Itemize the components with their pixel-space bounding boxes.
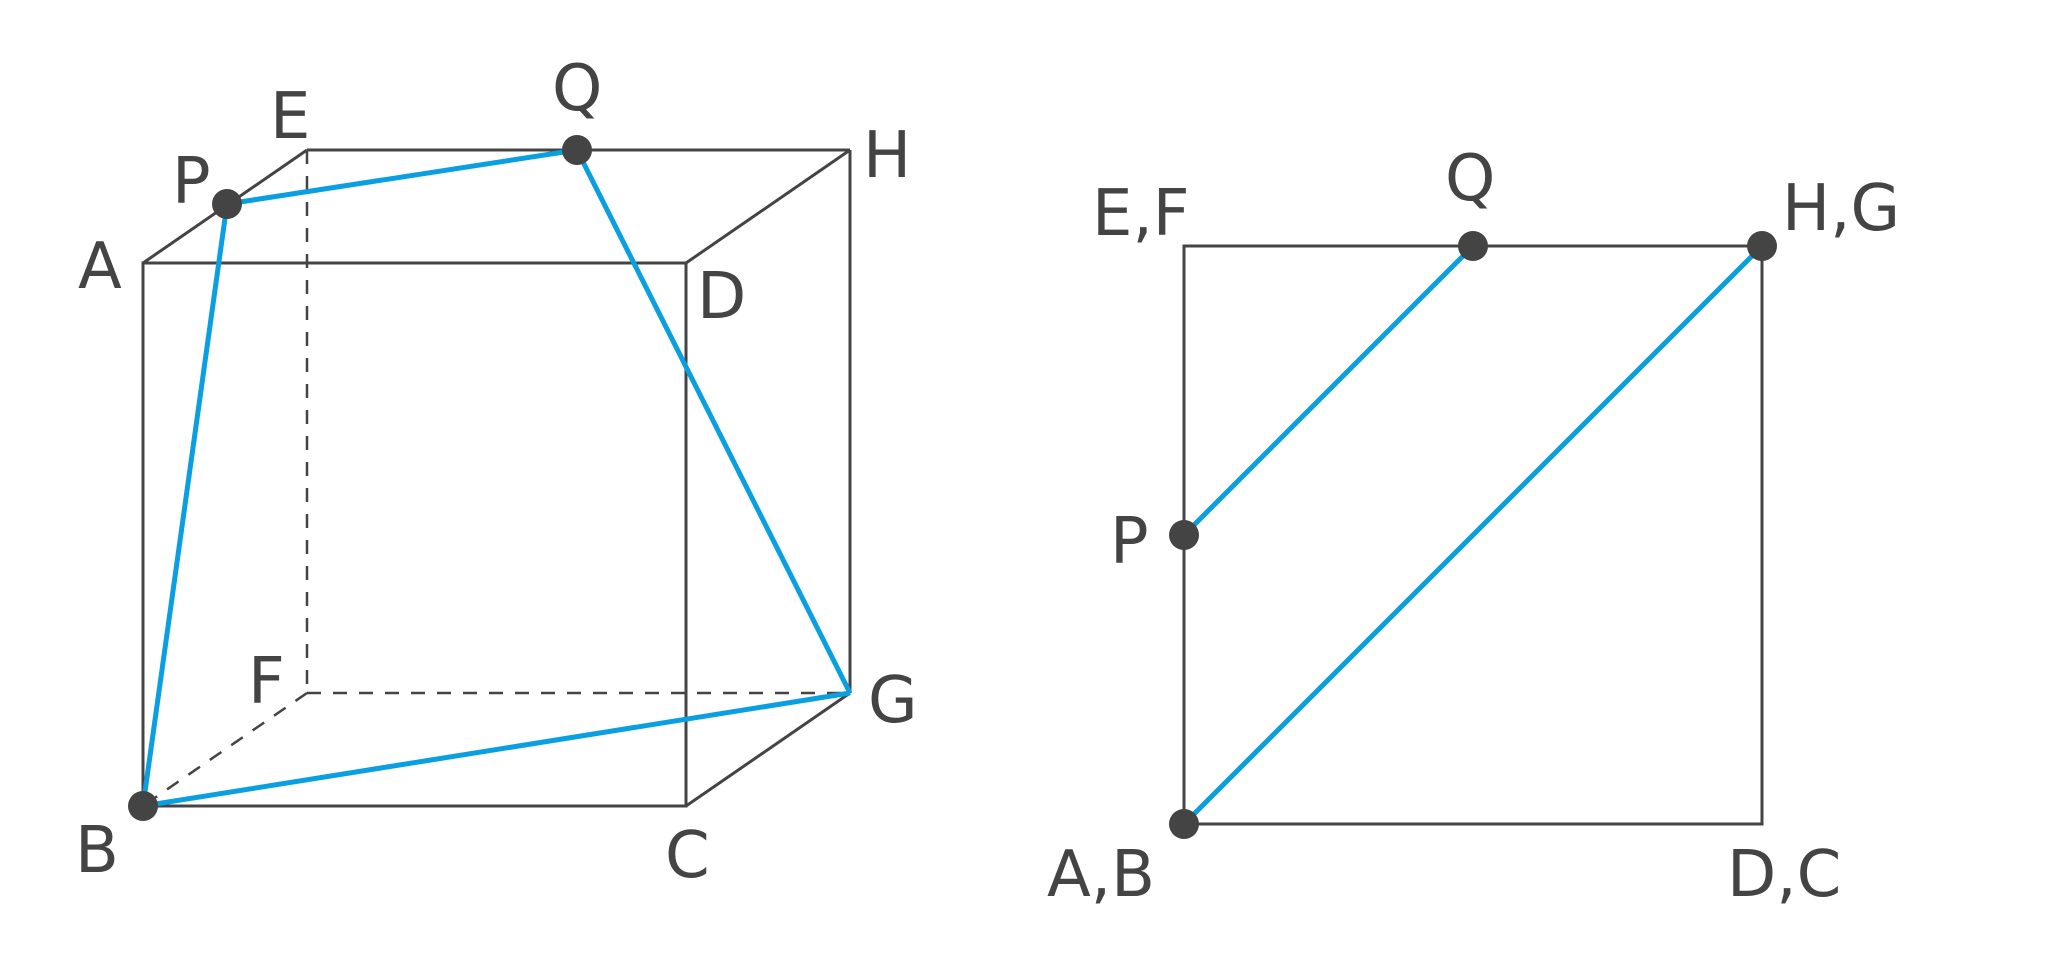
- point-label-Q: Q: [552, 52, 602, 126]
- vertex-label-B: B: [75, 814, 119, 888]
- projection-label-Q: Q: [1445, 142, 1495, 216]
- hidden-edge-FB: [142, 691, 308, 808]
- vertex-label-H: H: [863, 119, 911, 193]
- vertex-label-D: D: [697, 260, 746, 334]
- path-segment-BP: [140, 203, 230, 807]
- projection-label-HG: H,G: [1782, 172, 1900, 246]
- vertex-label-E: E: [270, 80, 310, 154]
- cube-front-face: [141, 261, 688, 808]
- path-segment-PQ: [226, 147, 578, 207]
- vertex-label-A: A: [78, 230, 122, 304]
- projection-segment-PQ: [1182, 244, 1475, 537]
- vertex-label-C: C: [665, 819, 710, 893]
- point-P: [212, 189, 242, 219]
- cube-figure: A B C D E F G H P Q: [75, 52, 918, 893]
- point-label-P: P: [172, 145, 211, 219]
- projection-point-HG: [1747, 231, 1777, 261]
- projection-label-P: P: [1110, 505, 1149, 579]
- point-B: [128, 791, 158, 821]
- point-Q: [562, 135, 592, 165]
- projection-segment-BG: [1182, 244, 1764, 826]
- vertex-label-G: G: [868, 664, 918, 738]
- edge-CG: [685, 691, 851, 808]
- path-segment-QG: [574, 148, 853, 695]
- edge-DH: [685, 148, 851, 265]
- projection-point-AB: [1169, 809, 1199, 839]
- vertex-label-F: F: [248, 645, 285, 719]
- projection-point-Q: [1458, 231, 1488, 261]
- projection-figure: E,F Q H,G P A,B D,C: [1047, 142, 1900, 912]
- projection-point-P: [1169, 520, 1199, 550]
- projection-label-DC: D,C: [1727, 838, 1841, 912]
- projection-label-EF: E,F: [1092, 177, 1190, 251]
- projection-label-AB: A,B: [1047, 838, 1155, 912]
- path-segment-GB: [142, 690, 851, 809]
